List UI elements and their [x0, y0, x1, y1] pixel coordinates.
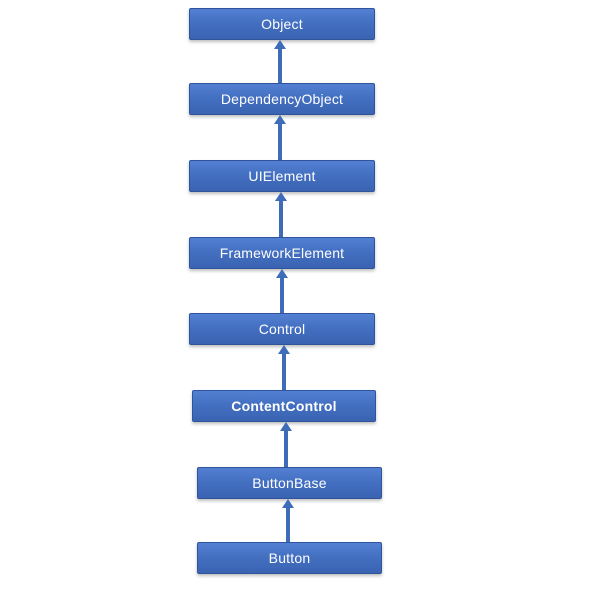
arrow-stem: [282, 354, 286, 390]
node-label: Control: [258, 321, 306, 337]
node-dependencyobject: DependencyObject: [189, 83, 375, 115]
arrow-stem: [278, 49, 282, 83]
node-buttonbase: ButtonBase: [197, 467, 382, 499]
arrow-up-icon: [274, 40, 286, 49]
arrow-up-icon: [282, 499, 294, 508]
node-uielement: UIElement: [189, 160, 375, 192]
arrow-stem: [286, 508, 290, 542]
node-label: Button: [268, 550, 311, 566]
inheritance-arrow: [275, 192, 287, 237]
node-label: UIElement: [248, 168, 316, 184]
arrow-up-icon: [280, 422, 292, 431]
node-label: ContentControl: [231, 398, 337, 414]
node-label: DependencyObject: [220, 91, 344, 107]
node-contentcontrol: ContentControl: [192, 390, 376, 422]
arrow-up-icon: [276, 269, 288, 278]
arrow-stem: [278, 124, 282, 160]
inheritance-arrow: [276, 269, 288, 313]
node-frameworkelement: FrameworkElement: [189, 237, 375, 269]
arrow-stem: [280, 278, 284, 313]
inheritance-arrow: [274, 40, 286, 83]
node-label: Object: [261, 16, 303, 32]
node-label: FrameworkElement: [219, 245, 345, 261]
inheritance-arrow: [274, 115, 286, 160]
node-control: Control: [189, 313, 375, 345]
inheritance-arrow: [282, 499, 294, 542]
arrow-stem: [279, 201, 283, 237]
inheritance-arrow: [278, 345, 290, 390]
arrow-up-icon: [274, 115, 286, 124]
arrow-up-icon: [278, 345, 290, 354]
node-label: ButtonBase: [252, 475, 327, 491]
node-object: Object: [189, 8, 375, 40]
arrow-up-icon: [275, 192, 287, 201]
arrow-stem: [284, 431, 288, 467]
node-button: Button: [197, 542, 382, 574]
inheritance-arrow: [280, 422, 292, 467]
